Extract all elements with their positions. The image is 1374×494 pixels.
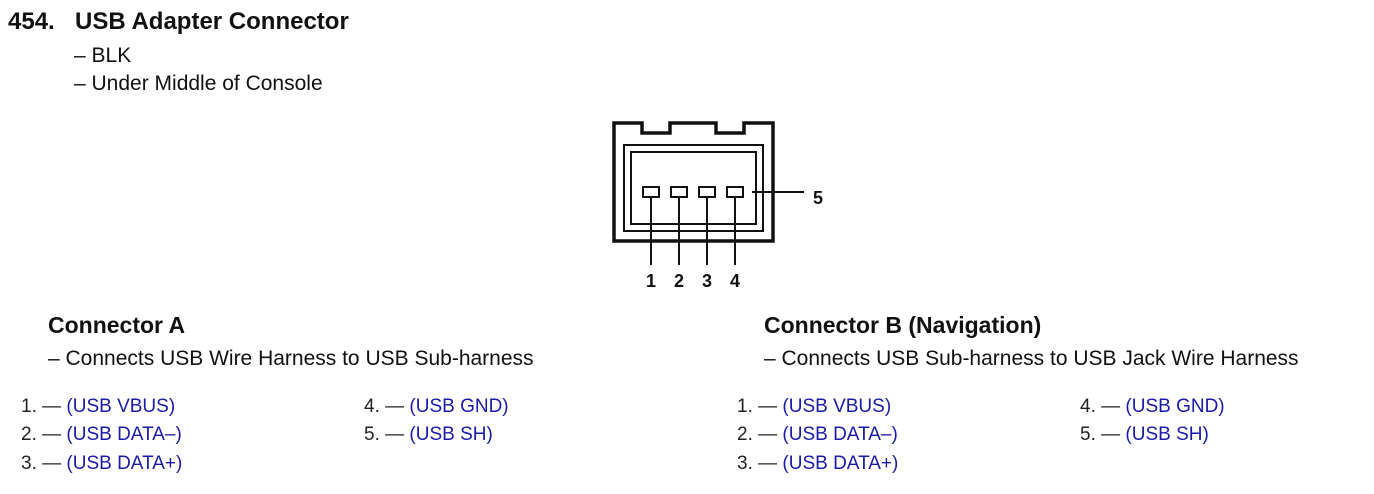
connector-b-pin-4: 4. — (USB GND) xyxy=(1080,396,1225,418)
pin-number: 3. — xyxy=(737,453,778,474)
pin-signal: (USB VBUS) xyxy=(782,396,892,417)
pin-label-3: 3 xyxy=(702,271,712,291)
connector-housing-inner xyxy=(623,144,764,232)
pin-signal: (USB SH) xyxy=(1125,424,1209,445)
pin-signal: (USB DATA–) xyxy=(782,424,898,445)
pin-signal: (USB SH) xyxy=(409,424,493,445)
pin-number: 2. — xyxy=(737,424,778,445)
pin-number: 4. — xyxy=(364,396,405,417)
terminal-3 xyxy=(698,186,716,198)
connector-a-pin-2: 2. — (USB DATA–) xyxy=(21,424,182,446)
pin-signal: (USB DATA+) xyxy=(782,453,899,474)
pin-signal: (USB VBUS) xyxy=(66,396,176,417)
pin-number: 1. — xyxy=(737,396,778,417)
connector-b-title: Connector B (Navigation) xyxy=(764,312,1042,338)
connector-heading: 454. USB Adapter Connector xyxy=(8,8,349,36)
pin-number: 2. — xyxy=(21,424,62,445)
connector-title: USB Adapter Connector xyxy=(75,8,349,35)
connector-color: – BLK xyxy=(74,44,132,67)
pin-label-4: 4 xyxy=(730,271,740,291)
terminal-1 xyxy=(642,186,660,198)
connector-number: 454. xyxy=(8,8,55,35)
connector-housing-outer xyxy=(612,121,775,243)
pin-signal: (USB DATA–) xyxy=(66,424,182,445)
connector-b-description: – Connects USB Sub-harness to USB Jack W… xyxy=(764,347,1299,370)
pin-number: 3. — xyxy=(21,453,62,474)
connector-a-title: Connector A xyxy=(48,312,186,338)
connector-a-pin-4: 4. — (USB GND) xyxy=(364,396,509,418)
pin-number: 1. — xyxy=(21,396,62,417)
connector-a-pin-5: 5. — (USB SH) xyxy=(364,424,493,446)
connector-a-pin-3: 3. — (USB DATA+) xyxy=(21,453,182,475)
connector-b-pin-5: 5. — (USB SH) xyxy=(1080,424,1209,446)
pin-label-5: 5 xyxy=(813,188,823,208)
pin-number: 4. — xyxy=(1080,396,1121,417)
connector-a-description: – Connects USB Wire Harness to USB Sub-h… xyxy=(48,347,534,370)
connector-cavity xyxy=(630,151,757,225)
connector-location: – Under Middle of Console xyxy=(74,72,323,95)
connector-b-pin-2: 2. — (USB DATA–) xyxy=(737,424,898,446)
pin-number: 5. — xyxy=(364,424,405,445)
pin-signal: (USB GND) xyxy=(1125,396,1225,417)
pin-label-2: 2 xyxy=(674,271,684,291)
terminal-4 xyxy=(726,186,744,198)
pin-label-1: 1 xyxy=(646,271,656,291)
connector-b-pin-3: 3. — (USB DATA+) xyxy=(737,453,898,475)
connector-a-pin-1: 1. — (USB VBUS) xyxy=(21,396,175,418)
connector-b-pin-1: 1. — (USB VBUS) xyxy=(737,396,891,418)
terminal-2 xyxy=(670,186,688,198)
pin-number: 5. — xyxy=(1080,424,1121,445)
pin-signal: (USB GND) xyxy=(409,396,509,417)
pin-signal: (USB DATA+) xyxy=(66,453,183,474)
